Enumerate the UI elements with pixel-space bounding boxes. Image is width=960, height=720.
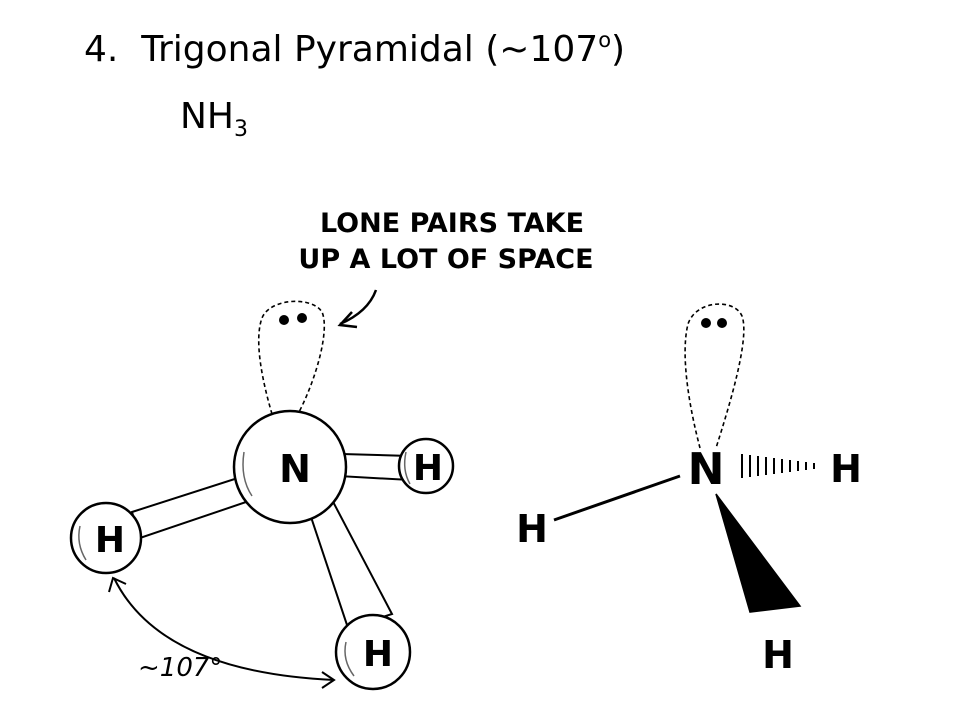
bond-hash-right <box>741 454 815 478</box>
atom-label-n: N <box>688 444 725 495</box>
bond-line-left <box>553 474 681 522</box>
lone-pair-annotation: LONE PAIRS TAKE UP A LOT OF SPACE <box>298 208 594 329</box>
bond-wedge-bottom <box>715 493 802 613</box>
bond-angle-label: ~107° <box>138 653 222 683</box>
bond-stick-left <box>130 474 254 540</box>
atom-shading <box>344 641 355 677</box>
lone-pair-lobe <box>684 303 745 449</box>
title-degree-superscript: o <box>598 28 612 52</box>
atom-shading <box>242 451 253 497</box>
lone-pair-electron <box>717 318 727 328</box>
atom-label-n: N <box>279 447 311 491</box>
lone-pair-electron <box>297 313 307 323</box>
atom-label-h-right: H <box>830 447 862 491</box>
atom-label-h-bottom: H <box>762 633 794 677</box>
title-text: Trigonal Pyramidal (~107 <box>141 29 599 70</box>
atom-label-h-bottom: H <box>363 634 393 675</box>
atom-ball-hydrogen-right <box>397 437 455 495</box>
annotation-line-2: UP A LOT OF SPACE <box>298 244 593 275</box>
atom-shading <box>78 525 87 561</box>
atom-label-h-left: H <box>95 520 125 561</box>
bond-angle-arrowhead-bottom <box>321 671 336 689</box>
atom-shading <box>403 451 411 485</box>
wedge-dash-model: N H H H <box>516 303 862 677</box>
lone-pair-electron <box>701 318 711 328</box>
annotation-arrowhead <box>337 311 358 329</box>
atom-ball-hydrogen-bottom <box>334 613 412 691</box>
title-number: 4. <box>84 29 119 70</box>
bond-stick-bottom <box>306 494 394 630</box>
molecular-formula: NH3 <box>180 96 248 142</box>
bond-angle-arrowhead-top <box>108 576 127 593</box>
formula-element: NH <box>180 96 234 137</box>
slide-title: 4. Trigonal Pyramidal (~107o) <box>84 28 625 70</box>
ball-stick-model: N H H H ~107° <box>69 300 455 691</box>
atom-label-h-right: H <box>413 448 443 489</box>
formula-subscript: 3 <box>234 117 248 142</box>
atom-ball-nitrogen <box>232 409 348 525</box>
atom-ball-hydrogen-left <box>69 501 143 575</box>
title-close-paren: ) <box>611 29 626 70</box>
lone-pair-lobe <box>257 300 326 415</box>
bond-angle-arc <box>113 577 335 681</box>
atom-label-h-left: H <box>516 507 548 551</box>
lone-pair-electron <box>279 315 289 325</box>
annotation-line-1: LONE PAIRS TAKE <box>320 208 584 239</box>
